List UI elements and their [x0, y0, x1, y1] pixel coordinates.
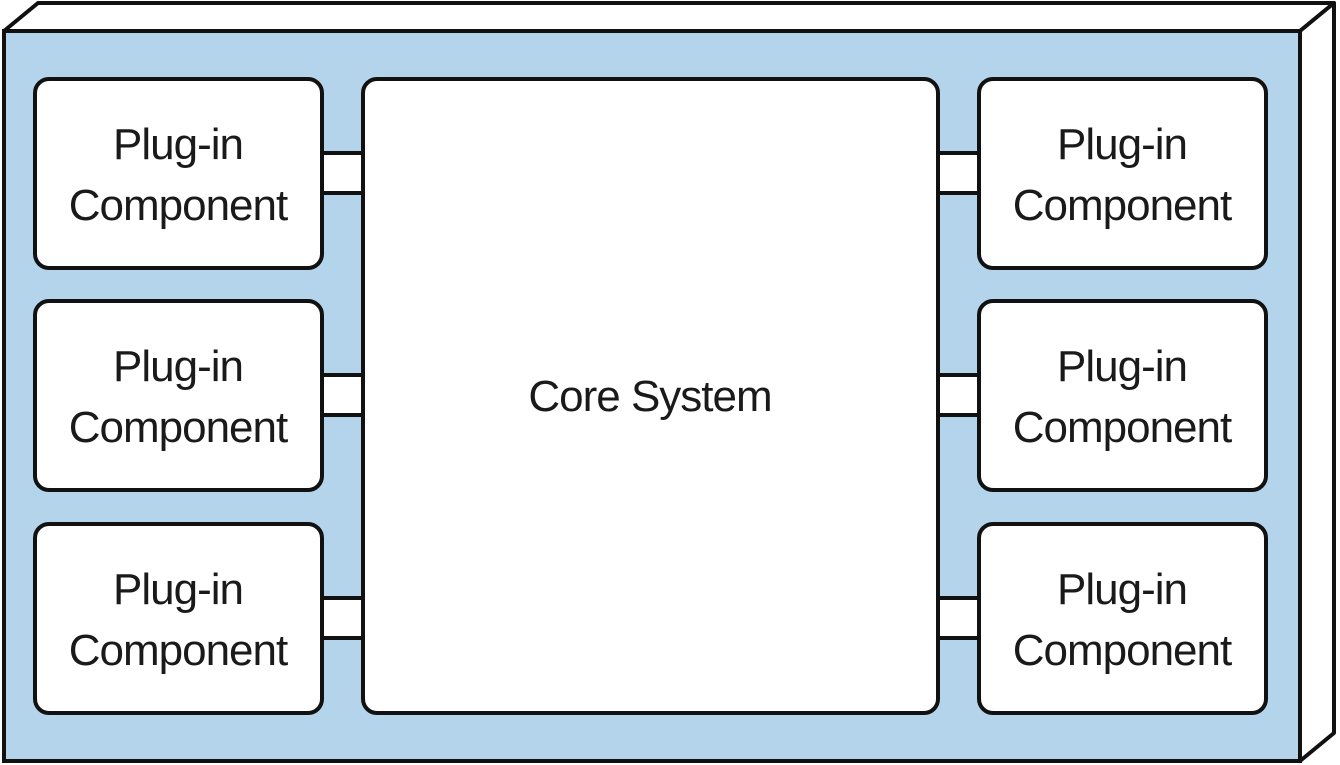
- plugin-label-line1: Plug-in: [1057, 120, 1187, 169]
- plugin-box: [977, 299, 1268, 492]
- plugin-label-line1: Plug-in: [113, 120, 243, 169]
- plugin-label-line2: Component: [69, 403, 288, 452]
- container-top-face: [2, 1, 1336, 33]
- plugin-label-line1: Plug-in: [1057, 565, 1187, 614]
- connector-left-2: [318, 373, 366, 417]
- core-system-label: Core System: [528, 372, 771, 421]
- plugin-left-3: Plug-in Component: [33, 522, 324, 715]
- plugin-label-line1: Plug-in: [1057, 342, 1187, 391]
- plugin-box: [33, 522, 324, 715]
- plugin-box: [33, 77, 324, 270]
- plugin-right-1: Plug-in Component: [977, 77, 1268, 270]
- container-side-face: [1298, 1, 1336, 763]
- plugin-box: [33, 299, 324, 492]
- connector-left-3: [318, 596, 366, 640]
- connector-right-2: [935, 373, 983, 417]
- plugin-label-line2: Component: [1013, 181, 1232, 230]
- plugin-left-2: Plug-in Component: [33, 299, 324, 492]
- plugin-label-line2: Component: [69, 626, 288, 675]
- connector-left-1: [318, 151, 366, 195]
- plugin-label-line2: Component: [69, 181, 288, 230]
- plugin-box: [977, 77, 1268, 270]
- connector-right-3: [935, 596, 983, 640]
- plugin-label-line2: Component: [1013, 403, 1232, 452]
- core-system-box: Core System: [361, 77, 940, 715]
- core-system-rect: [361, 77, 940, 715]
- plugin-left-1: Plug-in Component: [33, 77, 324, 270]
- plugin-label-line2: Component: [1013, 626, 1232, 675]
- plugin-label-line1: Plug-in: [113, 342, 243, 391]
- connector-right-1: [935, 151, 983, 195]
- plugin-right-3: Plug-in Component: [977, 522, 1268, 715]
- plugin-box: [977, 522, 1268, 715]
- plugin-right-2: Plug-in Component: [977, 299, 1268, 492]
- plugin-label-line1: Plug-in: [113, 565, 243, 614]
